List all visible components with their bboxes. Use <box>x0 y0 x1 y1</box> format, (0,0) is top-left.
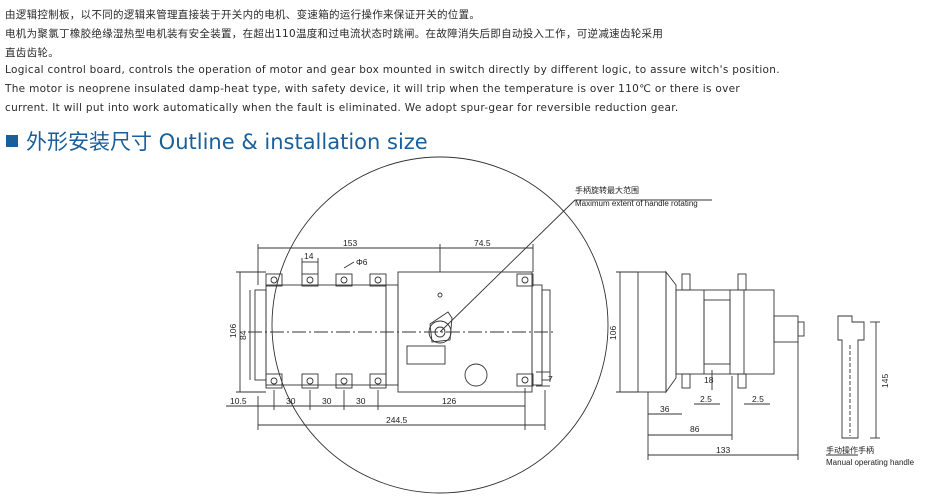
dim-126: 126 <box>442 396 456 406</box>
dim-86: 86 <box>690 424 700 434</box>
switch-body-left <box>265 284 387 386</box>
dim-244-5: 244.5 <box>386 415 408 425</box>
dim-133: 133 <box>716 445 730 455</box>
en-paragraph-line-3: current. It will put into work automatic… <box>5 102 679 114</box>
dim-84: 84 <box>238 330 248 340</box>
dim-2-5-a: 2.5 <box>700 394 712 404</box>
side-view-body <box>675 289 775 375</box>
dim-7: 7 <box>548 374 553 384</box>
side-view-shaft <box>773 315 799 343</box>
dim-18: 18 <box>704 375 714 385</box>
dim-106-side: 106 <box>608 326 618 340</box>
handle-rotation-label-cn: 手柄旋转最大范围 <box>575 185 639 195</box>
dim-74-5: 74.5 <box>474 238 491 248</box>
manual-handle-label-cn: 手动操作手柄 <box>826 445 874 455</box>
dim-phi6: Φ6 <box>356 257 368 267</box>
dim-36: 36 <box>660 404 670 414</box>
dim-145: 145 <box>880 374 890 388</box>
cn-paragraph-line-3: 直齿齿轮。 <box>5 47 59 59</box>
handle-rotation-label-en: Maximum extent of handle rotating <box>575 199 698 208</box>
section-title: 外形安装尺寸 Outline & installation size <box>26 130 428 154</box>
indicator-window <box>406 345 446 365</box>
dim-2-5-b: 2.5 <box>752 394 764 404</box>
dim-30-a: 30 <box>286 396 296 406</box>
dim-30-c: 30 <box>356 396 366 406</box>
dim-10-5: 10.5 <box>230 396 247 406</box>
en-paragraph-line-1: Logical control board, controls the oper… <box>5 64 780 76</box>
dim-14: 14 <box>304 251 314 261</box>
cn-paragraph-line-1: 由逻辑控制板，以不同的逻辑来管理直接装于开关内的电机、变速箱的运行操作来保证开关… <box>5 9 481 21</box>
dim-106-front: 106 <box>228 324 238 338</box>
lock-knob <box>464 363 488 387</box>
dim-30-b: 30 <box>322 396 332 406</box>
manual-handle-outline <box>837 315 865 439</box>
dim-153: 153 <box>343 238 357 248</box>
section-heading: 外形安装尺寸 Outline & installation size <box>6 127 428 155</box>
handle-rotation-circle <box>271 156 609 494</box>
terminal-top-1 <box>265 273 283 287</box>
square-bullet-icon <box>6 135 18 147</box>
cn-paragraph-line-2: 电机为聚氯丁橡胶绝缘湿热型电机装有安全装置，在超出110温度和过电流状态时跳闸。… <box>5 28 664 40</box>
side-view-base <box>637 271 667 393</box>
manual-handle-label-en: Manual operating handle <box>826 458 915 467</box>
en-paragraph-line-2: The motor is neoprene insulated damp-hea… <box>5 83 740 95</box>
